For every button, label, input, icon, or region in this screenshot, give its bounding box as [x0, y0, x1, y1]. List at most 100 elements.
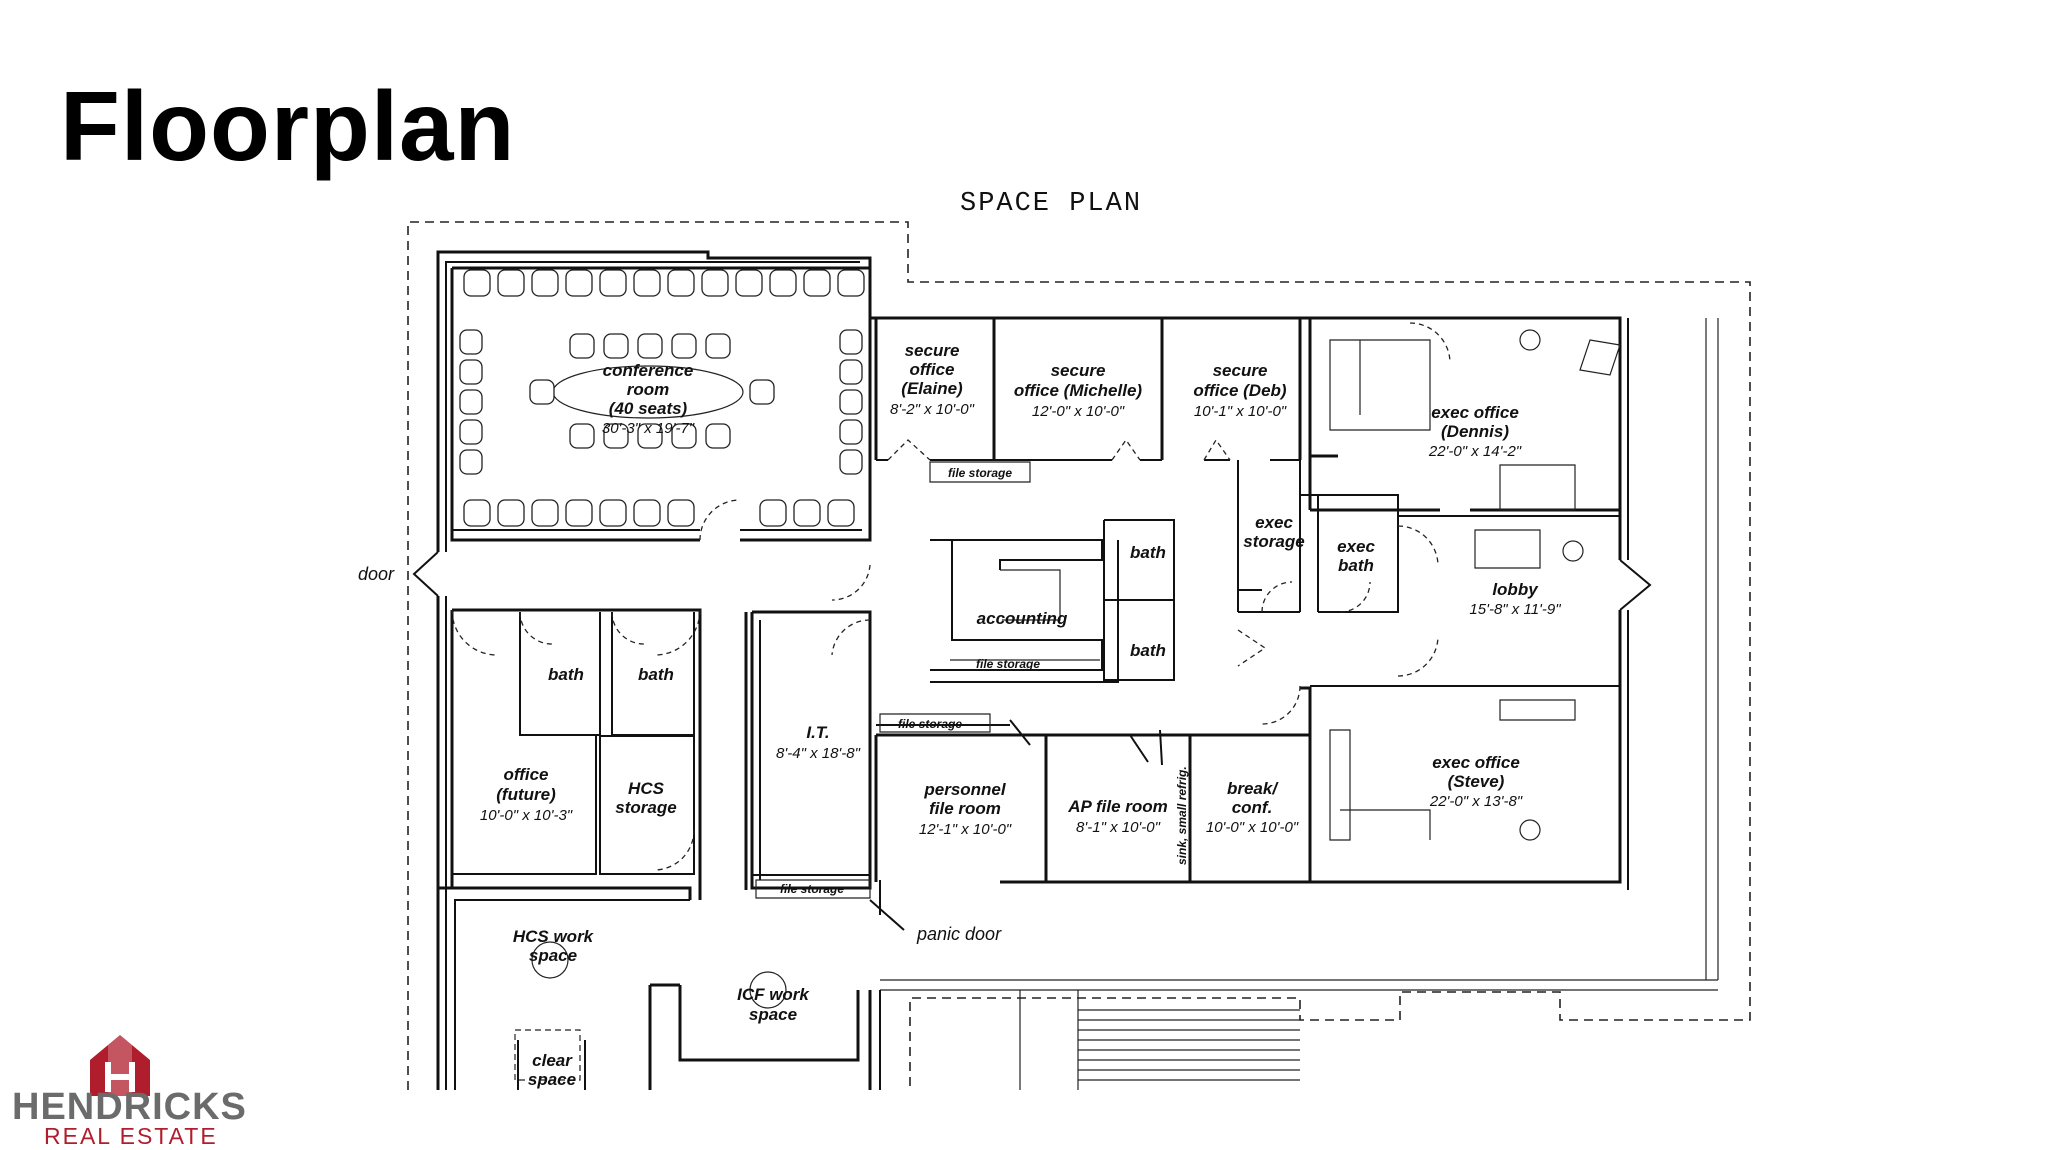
- chair-icon: [459, 329, 483, 355]
- chair-icon: [839, 359, 863, 385]
- michelle-label-1: secure: [1051, 361, 1106, 380]
- interior-walls: [412, 318, 1652, 1090]
- conference-room: [450, 266, 872, 542]
- chair-icon: [667, 499, 695, 527]
- dennis-dim: 22'-0" x 14'-2": [1428, 443, 1522, 460]
- chair-icon: [769, 269, 797, 297]
- conference-label-1: conference: [603, 361, 694, 380]
- dennis-label-2: (Dennis): [1441, 422, 1509, 441]
- door-label: door: [358, 564, 395, 584]
- break-label-2: conf.: [1232, 798, 1273, 817]
- logo-name: HENDRICKS: [12, 1086, 247, 1128]
- chair-icon: [565, 269, 593, 297]
- chair-icon: [603, 333, 629, 359]
- accounting-label: accounting: [977, 609, 1068, 628]
- chair-icon: [827, 499, 855, 527]
- deb-label-2: office (Deb): [1193, 381, 1287, 400]
- chair-icon: [459, 359, 483, 385]
- property-boundary: [407, 221, 1751, 1090]
- bath-left-label: bath: [548, 665, 584, 684]
- hendricks-logo-mark: [90, 1035, 150, 1096]
- chair-icon: [633, 269, 661, 297]
- chair-icon: [749, 379, 775, 405]
- chair-icon: [459, 389, 483, 415]
- chair-icon: [531, 269, 559, 297]
- chair-icon: [671, 333, 697, 359]
- elaine-label-2: office: [909, 360, 954, 379]
- chair-icon: [637, 423, 663, 449]
- room-labels: conference room (40 seats) 30'-3" x 19'-…: [358, 341, 1561, 1089]
- chair-icon: [667, 269, 695, 297]
- elaine-label-3: (Elaine): [901, 379, 963, 398]
- chair-icon: [839, 419, 863, 445]
- exterior-walls: [436, 250, 1719, 1090]
- chair-icon: [701, 269, 729, 297]
- panic-door-label: panic door: [916, 924, 1002, 944]
- file-storage-label-1: file storage: [948, 466, 1012, 480]
- chair-icon: [497, 269, 525, 297]
- it-dim: 8'-4" x 18'-8": [776, 745, 861, 762]
- break-dim: 10'-0" x 10'-0": [1206, 819, 1299, 836]
- chair-icon: [793, 499, 821, 527]
- break-label-1: break/: [1227, 779, 1279, 798]
- plan-heading: SPACE PLAN: [960, 189, 1142, 219]
- hcs-work-label-2: space: [529, 946, 577, 965]
- chair-icon: [837, 269, 865, 297]
- conference-chairs: [459, 269, 865, 527]
- clear-space-label-2: space: [528, 1070, 576, 1089]
- deb-dim: 10'-1" x 10'-0": [1194, 403, 1287, 420]
- file-storage-label-3: file storage: [898, 717, 962, 731]
- personnel-label-2: file room: [929, 799, 1001, 818]
- office-future-label-1: office: [503, 765, 548, 784]
- chair-icon: [459, 449, 483, 475]
- elaine-dim: 8'-2" x 10'-0": [890, 401, 975, 418]
- chair-icon: [735, 269, 763, 297]
- chair-icon: [569, 333, 595, 359]
- chair-icon: [459, 419, 483, 445]
- sink-label: sink, small refrig.: [1175, 766, 1189, 865]
- file-storage-label-4: file storage: [780, 882, 844, 896]
- bath-lower-label: bath: [1130, 641, 1166, 660]
- exec-storage-label-2: storage: [1243, 532, 1304, 551]
- elaine-label-1: secure: [905, 341, 960, 360]
- exec-storage-label-1: exec: [1255, 513, 1293, 532]
- office-future-label-2: (future): [496, 785, 556, 804]
- lobby-label: lobby: [1492, 580, 1539, 599]
- chair-icon: [569, 423, 595, 449]
- chair-icon: [705, 423, 731, 449]
- chair-icon: [637, 333, 663, 359]
- chair-icon: [705, 333, 731, 359]
- chair-icon: [671, 423, 697, 449]
- hcs-storage-label-1: HCS: [628, 779, 665, 798]
- chair-icon: [633, 499, 661, 527]
- deb-label-1: secure: [1213, 361, 1268, 380]
- personnel-label-1: personnel: [923, 780, 1007, 799]
- chair-icon: [759, 499, 787, 527]
- chair-icon: [463, 269, 491, 297]
- steve-dim: 22'-0" x 13'-8": [1429, 793, 1523, 810]
- it-label: I.T.: [806, 723, 829, 742]
- conference-dim: 30'-3" x 19'-7": [602, 420, 695, 437]
- lobby-dim: 15'-8" x 11'-9": [1469, 601, 1561, 618]
- conference-label-3: (40 seats): [609, 399, 688, 418]
- dennis-label-1: exec office: [1431, 403, 1519, 422]
- chair-icon: [839, 449, 863, 475]
- ap-file-dim: 8'-1" x 10'-0": [1076, 819, 1161, 836]
- page-title: Floorplan: [60, 71, 516, 181]
- conference-label-2: room: [627, 380, 670, 399]
- hcs-work-label-1: HCS work: [513, 927, 595, 946]
- icf-work-label-2: space: [749, 1005, 797, 1024]
- chair-icon: [565, 499, 593, 527]
- steve-label-1: exec office: [1432, 753, 1520, 772]
- ap-file-label: AP file room: [1067, 797, 1168, 816]
- steve-label-2: (Steve): [1448, 772, 1505, 791]
- chair-icon: [839, 329, 863, 355]
- logo-subtitle: REAL ESTATE: [44, 1123, 218, 1149]
- chair-icon: [529, 379, 555, 405]
- bath-right-label: bath: [638, 665, 674, 684]
- chair-icon: [599, 499, 627, 527]
- michelle-dim: 12'-0" x 10'-0": [1032, 403, 1125, 420]
- chair-icon: [603, 423, 629, 449]
- personnel-dim: 12'-1" x 10'-0": [919, 821, 1012, 838]
- office-future-dim: 10'-0" x 10'-3": [480, 807, 573, 824]
